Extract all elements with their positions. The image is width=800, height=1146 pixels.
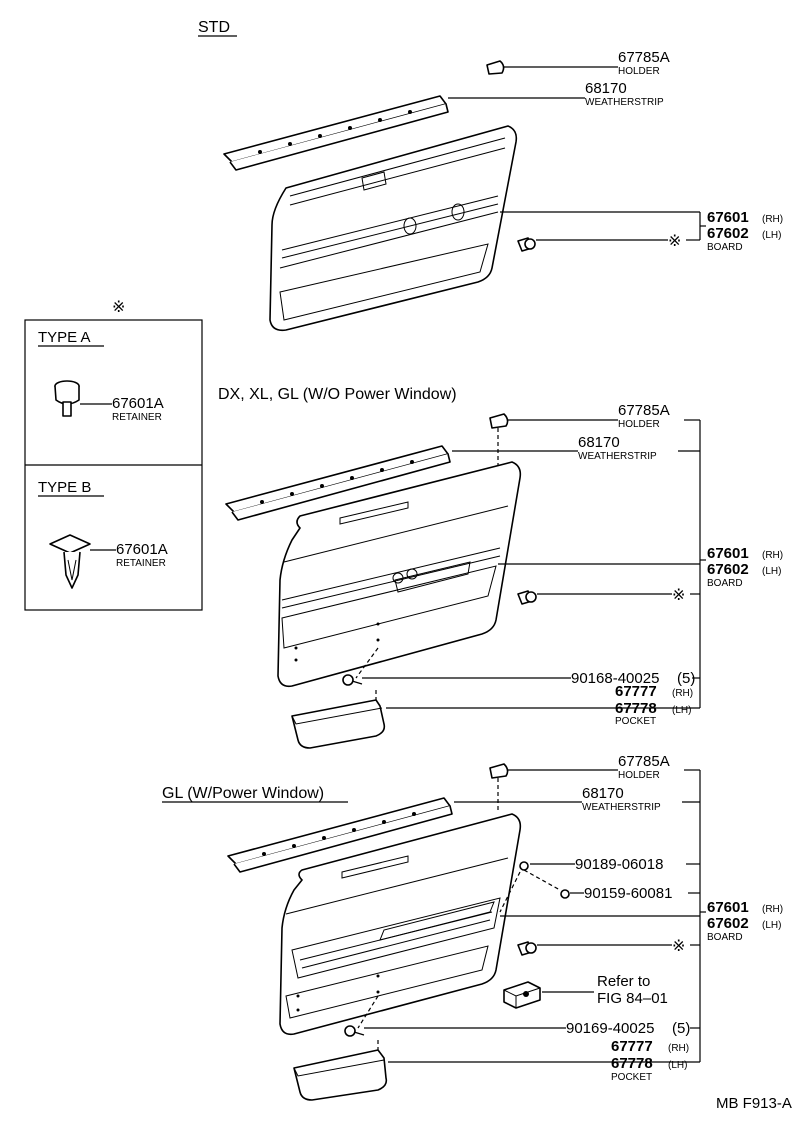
std-board-part-lh: 67602 [707, 225, 749, 242]
dx-board-part-rh: 67601 [707, 545, 749, 562]
gl-screw-1-part-number: 90189-06018 [575, 856, 663, 873]
dx-holder-part-name: HOLDER [618, 419, 660, 430]
gl-screw-2-icon [560, 889, 570, 899]
gl-retainer-mark: ※ [672, 938, 685, 955]
dx-pocket-part-name: POCKET [615, 716, 656, 727]
type-a-part-number: 67601A [112, 395, 164, 412]
gl-refer-line-2: FIG 84–01 [597, 990, 668, 1007]
gl-holder-part-number: 67785A [618, 753, 670, 770]
gl-screw-2-part-number: 90159-60081 [584, 885, 672, 902]
retainer-type-b-icon [49, 534, 91, 589]
legend-box [24, 319, 203, 611]
dx-weatherstrip-part-name: WEATHERSTRIP [578, 451, 657, 462]
gl-refer-line-1: Refer to [597, 973, 650, 990]
dx-door-board-icon [277, 461, 522, 688]
type-b-part-name: RETAINER [116, 558, 166, 569]
section-title-gl: GL (W/Power Window) [162, 785, 324, 802]
dx-screw-dash [355, 647, 379, 679]
gl-weatherstrip-part-name: WEATHERSTRIP [582, 802, 661, 813]
figure-id: MB F913-A [716, 1095, 792, 1112]
dx-weatherstrip-part-number: 68170 [578, 434, 620, 451]
std-weatherstrip-part-name: WEATHERSTRIP [585, 97, 664, 108]
gl-board-rh-label: (RH) [762, 904, 783, 915]
dx-screw-qty: (5) [677, 670, 695, 687]
dx-pocket-lh-label: (LH) [672, 705, 691, 716]
type-a-part-name: RETAINER [112, 412, 162, 423]
std-board-part-rh: 67601 [707, 209, 749, 226]
gl-board-lh-label: (LH) [762, 920, 781, 931]
retainer-type-a-icon [54, 380, 80, 417]
gl-pocket-part-name: POCKET [611, 1072, 652, 1083]
dx-retainer-mark: ※ [672, 587, 685, 604]
gl-screw-3-qty: (5) [672, 1020, 690, 1037]
gl-door-pocket-icon [293, 1049, 388, 1101]
dx-board-part-lh: 67602 [707, 561, 749, 578]
gl-screw-dash-a [523, 869, 561, 891]
std-weatherstrip-part-number: 68170 [585, 80, 627, 97]
dx-pocket-rh-label: (RH) [672, 688, 693, 699]
dx-screw-part-number: 90168-40025 [571, 670, 659, 687]
section-title-dx: DX, XL, GL (W/O Power Window) [218, 386, 457, 403]
gl-door-board-icon [279, 813, 522, 1036]
dx-screw-icon [342, 674, 363, 686]
dx-board-rh-label: (RH) [762, 550, 783, 561]
gl-pocket-rh-label: (RH) [668, 1043, 689, 1054]
gl-pocket-part-lh: 67778 [611, 1055, 653, 1072]
gl-board-part-name: BOARD [707, 932, 743, 943]
type-b-part-number: 67601A [116, 541, 168, 558]
std-board-rh-label: (RH) [762, 214, 783, 225]
section-title-std: STD [198, 19, 230, 36]
dx-pocket-part-rh: 67777 [615, 683, 657, 700]
gl-board-part-lh: 67602 [707, 915, 749, 932]
gl-screw-dash-b [499, 871, 521, 913]
gl-retainer-clip-icon [517, 941, 537, 956]
gl-pocket-part-rh: 67777 [611, 1038, 653, 1055]
std-door-board-icon [269, 125, 518, 332]
gl-screw-3-dash [357, 995, 379, 1029]
std-holder-icon [486, 60, 505, 75]
dx-board-part-name: BOARD [707, 578, 743, 589]
type-a-title: TYPE A [38, 329, 91, 346]
gl-board-part-rh: 67601 [707, 899, 749, 916]
gl-screw-1-icon [519, 861, 529, 871]
std-holder-part-name: HOLDER [618, 66, 660, 77]
dx-board-lh-label: (LH) [762, 566, 781, 577]
gl-pocket-lh-label: (LH) [668, 1060, 687, 1071]
legend-mark: ※ [112, 299, 125, 316]
std-holder-part-number: 67785A [618, 49, 670, 66]
gl-weatherstrip-icon [227, 797, 453, 873]
std-board-lh-label: (LH) [762, 230, 781, 241]
dx-retainer-clip-icon [517, 590, 537, 605]
gl-holder-icon [489, 763, 509, 779]
std-weatherstrip-icon [223, 95, 449, 171]
dx-holder-part-number: 67785A [618, 402, 670, 419]
dx-door-pocket-icon [291, 699, 386, 749]
type-b-title: TYPE B [38, 479, 91, 496]
gl-screw-3-part-number: 90169-40025 [566, 1020, 654, 1037]
gl-weatherstrip-part-number: 68170 [582, 785, 624, 802]
gl-holder-part-name: HOLDER [618, 770, 660, 781]
gl-power-window-switch-icon [503, 981, 541, 1009]
dx-pocket-part-lh: 67778 [615, 700, 657, 717]
gl-screw-3-icon [344, 1025, 365, 1037]
std-retainer-clip-icon [517, 237, 536, 252]
std-board-part-name: BOARD [707, 242, 743, 253]
std-retainer-mark: ※ [668, 233, 681, 250]
dx-weatherstrip-icon [225, 445, 451, 521]
dx-holder-icon [489, 413, 509, 429]
